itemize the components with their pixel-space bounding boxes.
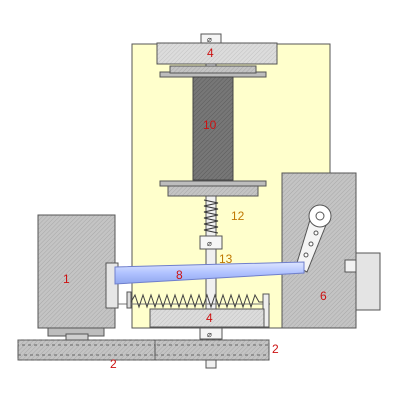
right-housing: [281, 172, 357, 329]
label-left-gear: 2: [110, 357, 117, 371]
horizontal-spring: [130, 293, 263, 309]
crank-hole-3: [303, 252, 309, 258]
right-gear: [154, 339, 270, 361]
label-right-gear: 2: [272, 342, 279, 356]
left-gear-hub: [65, 333, 89, 341]
crank-hole-1: [313, 230, 319, 236]
right-side-box: [355, 252, 381, 311]
label-spring: 12: [231, 209, 245, 223]
right-side-pin: [344, 259, 357, 273]
lower-cap-diameter: ⌀: [207, 330, 212, 339]
drum-body: [192, 76, 234, 181]
top-shaft-cap: [200, 33, 222, 44]
top-block: [156, 42, 278, 65]
label-top-block: 4: [207, 46, 214, 60]
collar-diameter: ⌀: [207, 239, 212, 248]
vertical-spring: [203, 199, 219, 234]
label-drum: 10: [203, 118, 217, 132]
label-bar: 8: [176, 268, 183, 282]
drum-top-flange: [169, 65, 257, 74]
crank-wheel-hub: [315, 211, 325, 221]
collar: [199, 235, 223, 250]
left-motor: [37, 214, 116, 329]
spring-left-stop: [126, 291, 132, 309]
left-gear: [17, 339, 164, 361]
label-left-motor: 1: [63, 272, 70, 286]
shaft-lower-cap: [199, 327, 223, 340]
bottom-block: [149, 308, 265, 328]
label-bottom-block: 4: [206, 311, 213, 325]
drum-bottom-flange-bar: [159, 180, 267, 187]
label-right-housing: 6: [320, 289, 327, 303]
top-cap-diameter: ⌀: [207, 35, 212, 44]
left-gear-teeth-top: [17, 339, 164, 346]
shaft-bottom-end: [205, 359, 217, 369]
drum-bottom-flange: [167, 185, 259, 197]
crank-hole-2: [308, 241, 314, 247]
label-collar: 13: [219, 252, 233, 266]
connecting-bar: [114, 261, 305, 285]
right-gear-teeth-top: [154, 339, 270, 346]
left-gear-teeth-bottom: [17, 354, 164, 361]
